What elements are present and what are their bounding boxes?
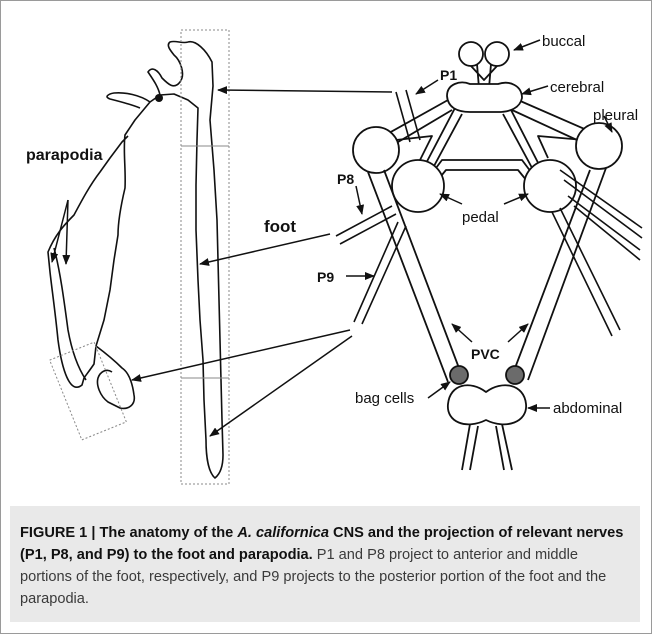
animal-outline bbox=[48, 41, 223, 478]
foot-box-middle bbox=[181, 146, 229, 378]
foot-box-anterior bbox=[181, 30, 229, 146]
arrow-p1-to-anterior-foot bbox=[218, 90, 392, 92]
arrow-p8-to-middle-foot bbox=[200, 234, 330, 264]
aplysia-cns-diagram: buccal cerebral pleural pedal abdominal … bbox=[0, 0, 652, 505]
pedal-ganglion-right bbox=[524, 160, 576, 212]
label-p8: P8 bbox=[337, 171, 354, 187]
label-cerebral: cerebral bbox=[550, 79, 604, 96]
arrow-p9-to-posterior-foot bbox=[210, 336, 352, 436]
bag-cell-cluster-right bbox=[506, 366, 524, 384]
caption-title-part1: The anatomy of the bbox=[100, 525, 238, 541]
body-outline bbox=[48, 42, 223, 478]
bag-cell-cluster-left bbox=[450, 366, 468, 384]
cerebral-ganglion bbox=[447, 83, 522, 113]
buccal-ganglion-right bbox=[485, 42, 509, 66]
foot-region-boxes bbox=[50, 30, 229, 484]
arrow-label-bag-cells bbox=[428, 382, 450, 398]
arrow-label-p1 bbox=[416, 80, 438, 94]
label-pleural: pleural bbox=[593, 107, 638, 124]
arrow-label-buccal bbox=[514, 40, 540, 50]
label-p9: P9 bbox=[317, 269, 334, 285]
arrow-parapodia-a bbox=[52, 200, 68, 262]
arrow-p9-to-parapodia bbox=[132, 330, 350, 380]
projection-arrows bbox=[52, 40, 612, 436]
label-bag-cells: bag cells bbox=[355, 390, 414, 407]
parapodia-flap bbox=[96, 346, 134, 408]
pleural-ganglion-right bbox=[576, 123, 622, 169]
parapodia-edge bbox=[54, 248, 86, 380]
caption-figure-label: FIGURE 1 | bbox=[20, 525, 100, 541]
pedal-ganglion-left bbox=[392, 160, 444, 212]
caption-title-species: A. californica bbox=[237, 525, 329, 541]
nerve-p8 bbox=[336, 206, 396, 244]
nerve-p9 bbox=[354, 222, 406, 324]
arrow-label-pvc-left bbox=[452, 324, 472, 342]
abdominal-ganglion bbox=[448, 385, 526, 424]
arrow-label-cerebral bbox=[522, 86, 548, 94]
arrow-label-p8 bbox=[356, 186, 362, 214]
arrow-label-pedal-right bbox=[504, 194, 528, 204]
label-p1: P1 bbox=[440, 67, 457, 83]
pleural-ganglion-left bbox=[353, 127, 399, 173]
nerve-p1 bbox=[396, 90, 420, 142]
pleural-pedal-inner bbox=[396, 136, 584, 160]
label-abdominal: abdominal bbox=[553, 400, 622, 417]
arrow-parapodia-b bbox=[66, 200, 68, 264]
buccal-ganglion-left bbox=[459, 42, 483, 66]
arrow-label-pedal-left bbox=[440, 194, 462, 204]
head-tentacles bbox=[107, 41, 188, 108]
label-pedal: pedal bbox=[462, 209, 499, 226]
label-buccal: buccal bbox=[542, 33, 585, 50]
label-pvc: PVC bbox=[471, 346, 500, 362]
abdominal-nerves bbox=[462, 424, 512, 470]
label-foot: foot bbox=[264, 217, 296, 236]
label-parapodia: parapodia bbox=[26, 147, 103, 164]
eye-dot bbox=[155, 94, 163, 102]
figure-caption: FIGURE 1 | The anatomy of the A. califor… bbox=[20, 522, 632, 610]
